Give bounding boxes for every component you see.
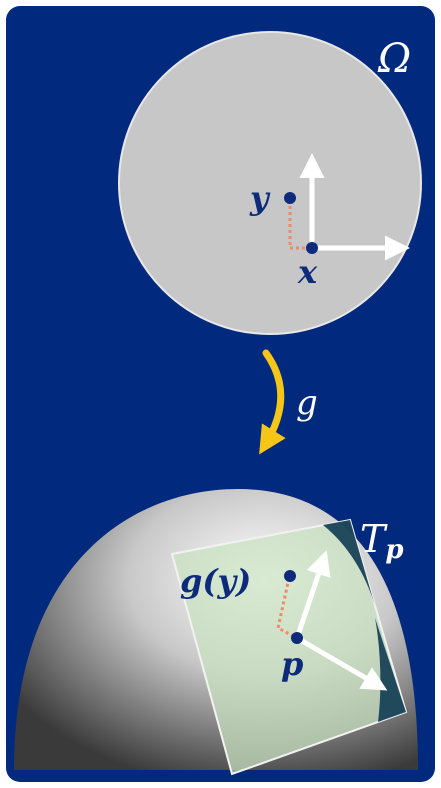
point-x-label: x — [297, 253, 318, 291]
tangent-plane-outside-upper — [323, 520, 375, 606]
tangent-space-label-sub: p — [385, 535, 403, 565]
point-p — [291, 632, 303, 644]
image-point-label: g(y) — [180, 562, 251, 600]
tangent-space-label-main: T — [360, 517, 388, 561]
map-arrow — [259, 349, 286, 455]
domain-disk — [118, 31, 422, 335]
point-x — [306, 242, 318, 254]
point-y-label: y — [249, 179, 271, 217]
point-y — [284, 192, 296, 204]
tangent-vector-2 — [295, 635, 388, 691]
tangent-space-label: Tp — [360, 517, 404, 565]
offset-dotted-line — [288, 200, 312, 250]
domain-label: Ω — [377, 36, 411, 82]
tangent-plane-outside-lower — [375, 618, 406, 722]
tangent-vector-1 — [294, 550, 331, 639]
map-label: g — [296, 383, 318, 423]
point-g-y — [284, 570, 296, 582]
base-point-label: p — [281, 645, 303, 683]
